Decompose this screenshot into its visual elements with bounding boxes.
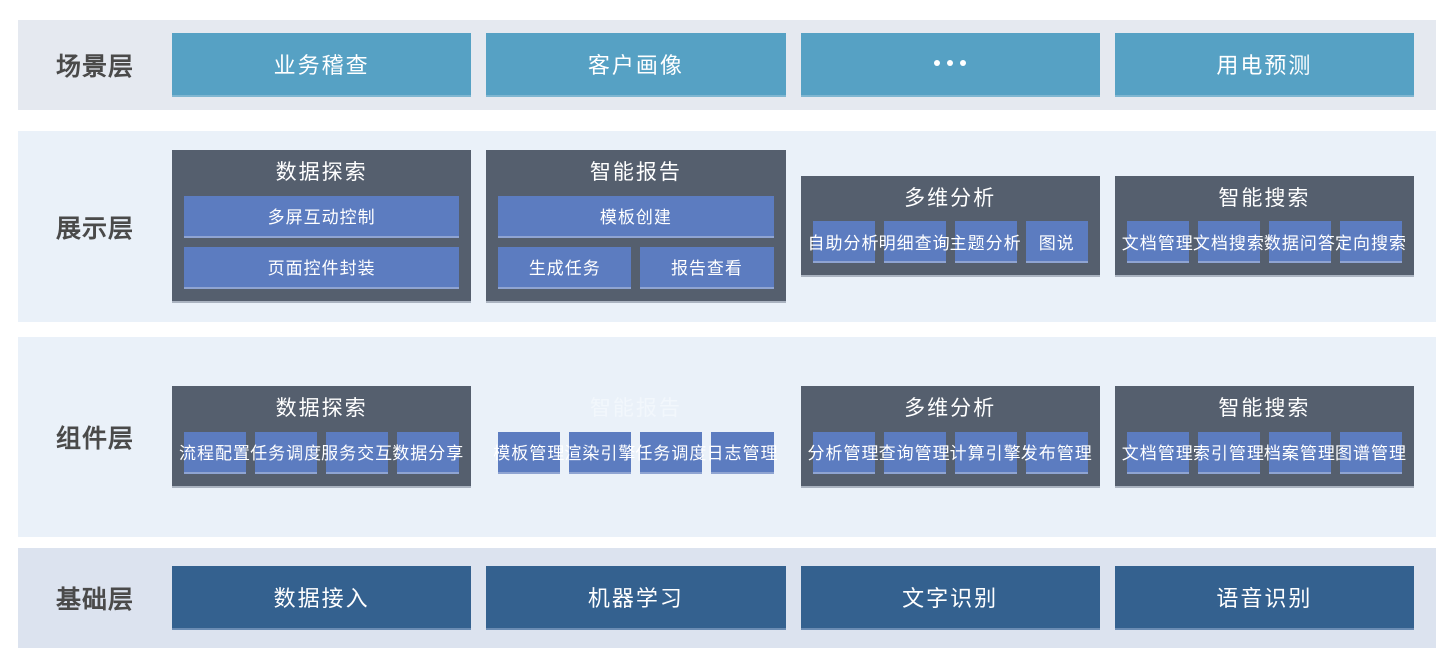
group-button-grid: 分析管理查询管理计算引擎发布管理 xyxy=(808,431,1092,474)
group-card-title: 多维分析 xyxy=(904,397,997,421)
group-button-grid: 文档管理索引管理档案管理图谱管理 xyxy=(1122,431,1406,474)
group-button-grid: 自助分析明细查询主题分析图说 xyxy=(808,221,1088,264)
module-button[interactable]: 流程配置 xyxy=(179,431,250,474)
group-card[interactable]: 数据探索流程配置任务调度服务交互数据分享 xyxy=(172,386,472,488)
module-button[interactable]: 报告查看 xyxy=(640,246,774,289)
group-card[interactable]: 智能报告模板管理渲染引擎任务调度日志管理 xyxy=(486,386,785,487)
module-button[interactable]: 索引管理 xyxy=(1193,431,1264,474)
module-button[interactable]: 数据问答 xyxy=(1264,221,1335,264)
base-card[interactable]: 机器学习 xyxy=(486,566,786,630)
column-4: 智能搜索文档管理文档搜索数据问答定向搜索 xyxy=(1114,175,1414,278)
group-card-title: 智能报告 xyxy=(589,161,682,185)
module-button[interactable]: 文档搜索 xyxy=(1193,221,1264,264)
layer-band-3: 组件层数据探索流程配置任务调度服务交互数据分享智能报告模板管理渲染引擎任务调度日… xyxy=(18,337,1436,537)
layer-label-1: 场景层 xyxy=(55,53,134,81)
module-button[interactable]: 文档管理 xyxy=(1122,431,1193,474)
group-button-grid: 文档管理文档搜索数据问答定向搜索 xyxy=(1122,221,1406,264)
scene-card[interactable]: 客户画像 xyxy=(486,33,786,97)
column-2: 智能报告模板管理渲染引擎任务调度日志管理 xyxy=(486,386,785,487)
group-card[interactable]: 智能搜索文档管理文档搜索数据问答定向搜索 xyxy=(1114,175,1414,278)
layer-label-4: 基础层 xyxy=(55,586,134,614)
layer-label-3: 组件层 xyxy=(55,425,134,453)
group-card-title: 数据探索 xyxy=(275,161,368,185)
group-card-title: 多维分析 xyxy=(904,186,997,210)
column-3: 文字识别 xyxy=(800,566,1100,630)
scene-card-label: 客户画像 xyxy=(587,53,684,78)
group-card[interactable]: 数据探索多屏互动控制页面控件封装 xyxy=(172,150,472,303)
base-card[interactable]: 语音识别 xyxy=(1114,566,1414,630)
column-4: 智能搜索文档管理索引管理档案管理图谱管理 xyxy=(1114,386,1414,488)
column-1: 数据接入 xyxy=(172,566,472,630)
module-button[interactable]: 任务调度 xyxy=(250,431,321,474)
group-card-title: 智能搜索 xyxy=(1218,397,1311,421)
module-button[interactable]: 生成任务 xyxy=(498,246,632,289)
module-button[interactable]: 日志管理 xyxy=(706,431,777,474)
group-card[interactable]: 多维分析自助分析明细查询主题分析图说 xyxy=(800,175,1100,278)
base-card-label: 数据接入 xyxy=(273,586,370,611)
module-button[interactable]: 分析管理 xyxy=(808,431,879,474)
scene-card[interactable]: 业务稽查 xyxy=(172,33,472,97)
scene-card-label: 业务稽查 xyxy=(273,53,370,78)
column-1: 业务稽查 xyxy=(172,33,472,97)
scene-card[interactable]: 用电预测 xyxy=(1114,33,1414,97)
layer-columns: 数据探索流程配置任务调度服务交互数据分享智能报告模板管理渲染引擎任务调度日志管理… xyxy=(172,337,1436,537)
column-2: 智能报告模板创建生成任务报告查看 xyxy=(486,150,786,303)
group-button-grid: 多屏互动控制页面控件封装 xyxy=(184,195,460,289)
module-button[interactable]: 档案管理 xyxy=(1264,431,1335,474)
scene-card-label: 用电预测 xyxy=(1216,53,1313,78)
base-card-label: 机器学习 xyxy=(587,586,684,611)
base-card[interactable]: 数据接入 xyxy=(172,566,472,630)
base-card[interactable]: 文字识别 xyxy=(800,566,1100,630)
layer-band-1: 场景层 业务稽查 客户画像 用电预测 xyxy=(18,20,1436,110)
ellipsis-icon xyxy=(934,59,967,66)
module-button[interactable]: 文档管理 xyxy=(1122,221,1193,264)
column-3 xyxy=(800,33,1100,97)
layer-label-2: 展示层 xyxy=(55,214,134,243)
group-card-title: 智能报告 xyxy=(589,397,682,421)
group-card[interactable]: 多维分析分析管理查询管理计算引擎发布管理 xyxy=(800,386,1100,488)
module-button[interactable]: 模板创建 xyxy=(498,195,774,238)
module-button[interactable]: 图谱管理 xyxy=(1335,431,1406,474)
module-button[interactable]: 服务交互 xyxy=(321,431,392,474)
module-button[interactable]: 明细查询 xyxy=(879,221,950,264)
module-button[interactable]: 页面控件封装 xyxy=(184,246,460,289)
module-button[interactable]: 模板管理 xyxy=(493,431,564,474)
column-1: 数据探索流程配置任务调度服务交互数据分享 xyxy=(172,386,472,488)
module-button[interactable]: 计算引擎 xyxy=(950,431,1021,474)
scene-card-ellipsis[interactable] xyxy=(800,33,1100,97)
module-button[interactable]: 自助分析 xyxy=(808,221,879,264)
group-button-grid: 模板创建生成任务报告查看 xyxy=(498,195,774,289)
group-button-grid: 模板管理渲染引擎任务调度日志管理 xyxy=(493,431,777,474)
column-3: 多维分析自助分析明细查询主题分析图说 xyxy=(800,175,1100,278)
layer-band-4: 基础层 数据接入 机器学习 文字识别 语音识别 xyxy=(18,548,1436,648)
layer-columns: 数据探索多屏互动控制页面控件封装智能报告模板创建生成任务报告查看多维分析自助分析… xyxy=(172,131,1436,322)
group-card-title: 数据探索 xyxy=(275,397,368,421)
layer-columns: 业务稽查 客户画像 用电预测 xyxy=(172,20,1436,110)
module-button[interactable]: 查询管理 xyxy=(879,431,950,474)
base-card-label: 语音识别 xyxy=(1216,586,1313,611)
group-card[interactable]: 智能报告模板创建生成任务报告查看 xyxy=(486,150,786,303)
module-button[interactable]: 数据分享 xyxy=(392,431,463,474)
column-2: 客户画像 xyxy=(486,33,786,97)
column-4: 语音识别 xyxy=(1114,566,1414,630)
module-button[interactable]: 定向搜索 xyxy=(1335,221,1406,264)
module-button[interactable]: 发布管理 xyxy=(1021,431,1092,474)
module-button[interactable]: 任务调度 xyxy=(635,431,706,474)
column-1: 数据探索多屏互动控制页面控件封装 xyxy=(172,150,472,303)
group-card-title: 智能搜索 xyxy=(1218,186,1311,210)
base-card-label: 文字识别 xyxy=(902,586,999,611)
module-button[interactable]: 多屏互动控制 xyxy=(184,195,460,238)
layer-band-2: 展示层数据探索多屏互动控制页面控件封装智能报告模板创建生成任务报告查看多维分析自… xyxy=(18,131,1436,322)
column-2: 机器学习 xyxy=(486,566,786,630)
layer-columns: 数据接入 机器学习 文字识别 语音识别 xyxy=(172,548,1436,648)
module-button[interactable]: 图说 xyxy=(1025,221,1088,264)
module-button[interactable]: 渲染引擎 xyxy=(564,431,635,474)
column-4: 用电预测 xyxy=(1114,33,1414,97)
module-button[interactable]: 主题分析 xyxy=(950,221,1021,264)
group-button-grid: 流程配置任务调度服务交互数据分享 xyxy=(179,431,463,474)
column-3: 多维分析分析管理查询管理计算引擎发布管理 xyxy=(800,386,1100,488)
group-card[interactable]: 智能搜索文档管理索引管理档案管理图谱管理 xyxy=(1114,386,1414,488)
